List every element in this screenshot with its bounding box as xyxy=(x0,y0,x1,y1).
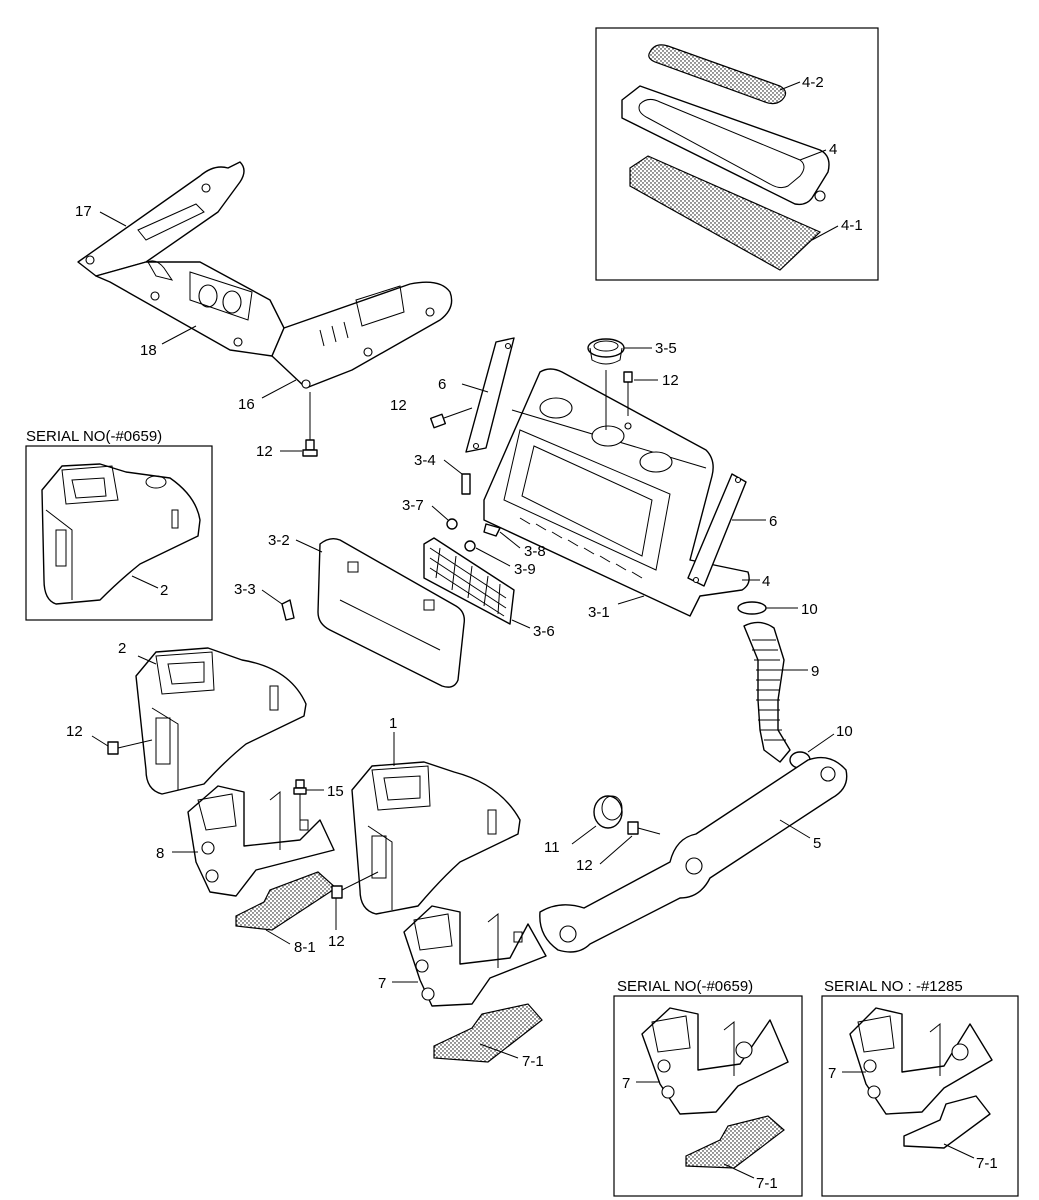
label-12-c: 12 xyxy=(390,397,407,414)
small-parts-3-7-3-9: 3-7 3-8 3-9 xyxy=(402,497,546,578)
bolt-12-e: 12 xyxy=(328,871,379,950)
label-5: 5 xyxy=(813,835,821,852)
bracket-7: 7 7-1 xyxy=(378,905,547,1070)
label-7-1-inset-right: 7-1 xyxy=(976,1155,998,1172)
label-7-1: 7-1 xyxy=(522,1053,544,1070)
cover-17 xyxy=(77,161,245,277)
bolt-12-c: 12 xyxy=(390,397,473,429)
label-2: 2 xyxy=(118,640,126,657)
label-7-1-inset-mid: 7-1 xyxy=(756,1175,778,1192)
label-7: 7 xyxy=(378,975,386,992)
label-3-8: 3-8 xyxy=(524,543,546,560)
label-1: 1 xyxy=(389,715,397,732)
label-11: 11 xyxy=(544,839,560,856)
cap-11: 11 12 xyxy=(544,795,661,874)
label-4-top: 4 xyxy=(829,141,837,158)
label-6-right: 6 xyxy=(769,513,777,530)
label-12-e: 12 xyxy=(328,933,345,950)
label-3-6: 3-6 xyxy=(533,623,555,640)
label-17: 17 xyxy=(75,203,92,220)
cover-plate-3-2: 3-2 xyxy=(268,532,466,688)
label-4-outlet: 4 xyxy=(762,573,770,590)
label-18: 18 xyxy=(140,342,157,359)
label-2-inset: 2 xyxy=(160,582,168,599)
label-10-a: 10 xyxy=(801,601,818,618)
label-3-1: 3-1 xyxy=(588,604,610,621)
filter-pad-4-2 xyxy=(648,44,787,105)
inset-duct-2-serial: SERIAL NO(-#0659) 2 xyxy=(25,428,213,621)
label-12-b: 12 xyxy=(662,372,679,389)
air-cleaner-box-3-1 xyxy=(483,368,750,617)
filter-frame-4 xyxy=(621,85,830,206)
inset-heading-left: SERIAL NO(-#0659) xyxy=(26,428,162,445)
label-16: 16 xyxy=(238,396,255,413)
label-3-3: 3-3 xyxy=(234,581,256,598)
bracket-8: 8 8-1 xyxy=(156,785,337,956)
label-9: 9 xyxy=(811,663,819,680)
label-8-1: 8-1 xyxy=(294,939,316,956)
label-15: 15 xyxy=(327,783,344,800)
label-3-7: 3-7 xyxy=(402,497,424,514)
label-3-5: 3-5 xyxy=(655,340,677,357)
label-12-a: 12 xyxy=(256,443,273,460)
duct-1: 1 xyxy=(351,715,521,915)
bracket-6-right: 6 xyxy=(687,473,777,587)
hose-9: 10 9 10 xyxy=(737,601,853,769)
clip-3-4: 3-4 xyxy=(414,452,471,495)
label-6-left: 6 xyxy=(438,376,446,393)
label-8: 8 xyxy=(156,845,164,862)
inset-heading-mid: SERIAL NO(-#0659) xyxy=(617,978,753,995)
label-12-d: 12 xyxy=(66,723,83,740)
bracket-6-left: 6 xyxy=(438,337,515,453)
inset-bracket-7-serial-0659: SERIAL NO(-#0659) 7 7-1 xyxy=(613,978,803,1197)
label-7-inset-right: 7 xyxy=(828,1065,836,1082)
label-3-4: 3-4 xyxy=(414,452,436,469)
label-4-1: 4-1 xyxy=(841,217,863,234)
label-3-9: 3-9 xyxy=(514,561,536,578)
cap-3-5: 3-5 12 xyxy=(587,338,679,430)
cover-assembly: 17 18 16 12 xyxy=(75,161,453,460)
mesh-screen-3-6: 3-6 xyxy=(423,537,555,640)
duct-2: 2 12 xyxy=(66,640,307,795)
inset-filter-4: 4-2 4 4-1 xyxy=(595,27,879,281)
label-4-2: 4-2 xyxy=(802,74,824,91)
inset-heading-right: SERIAL NO : -#1285 xyxy=(824,978,963,995)
cover-16 xyxy=(271,281,453,389)
inset-bracket-7-serial-1285: SERIAL NO : -#1285 7 7-1 xyxy=(821,978,1019,1197)
label-3-2: 3-2 xyxy=(268,532,290,549)
label-12-f: 12 xyxy=(576,857,593,874)
clip-3-3: 3-3 xyxy=(234,581,295,621)
link-rod-5: 5 xyxy=(539,756,848,953)
label-7-inset-mid: 7 xyxy=(622,1075,630,1092)
label-10-b: 10 xyxy=(836,723,853,740)
